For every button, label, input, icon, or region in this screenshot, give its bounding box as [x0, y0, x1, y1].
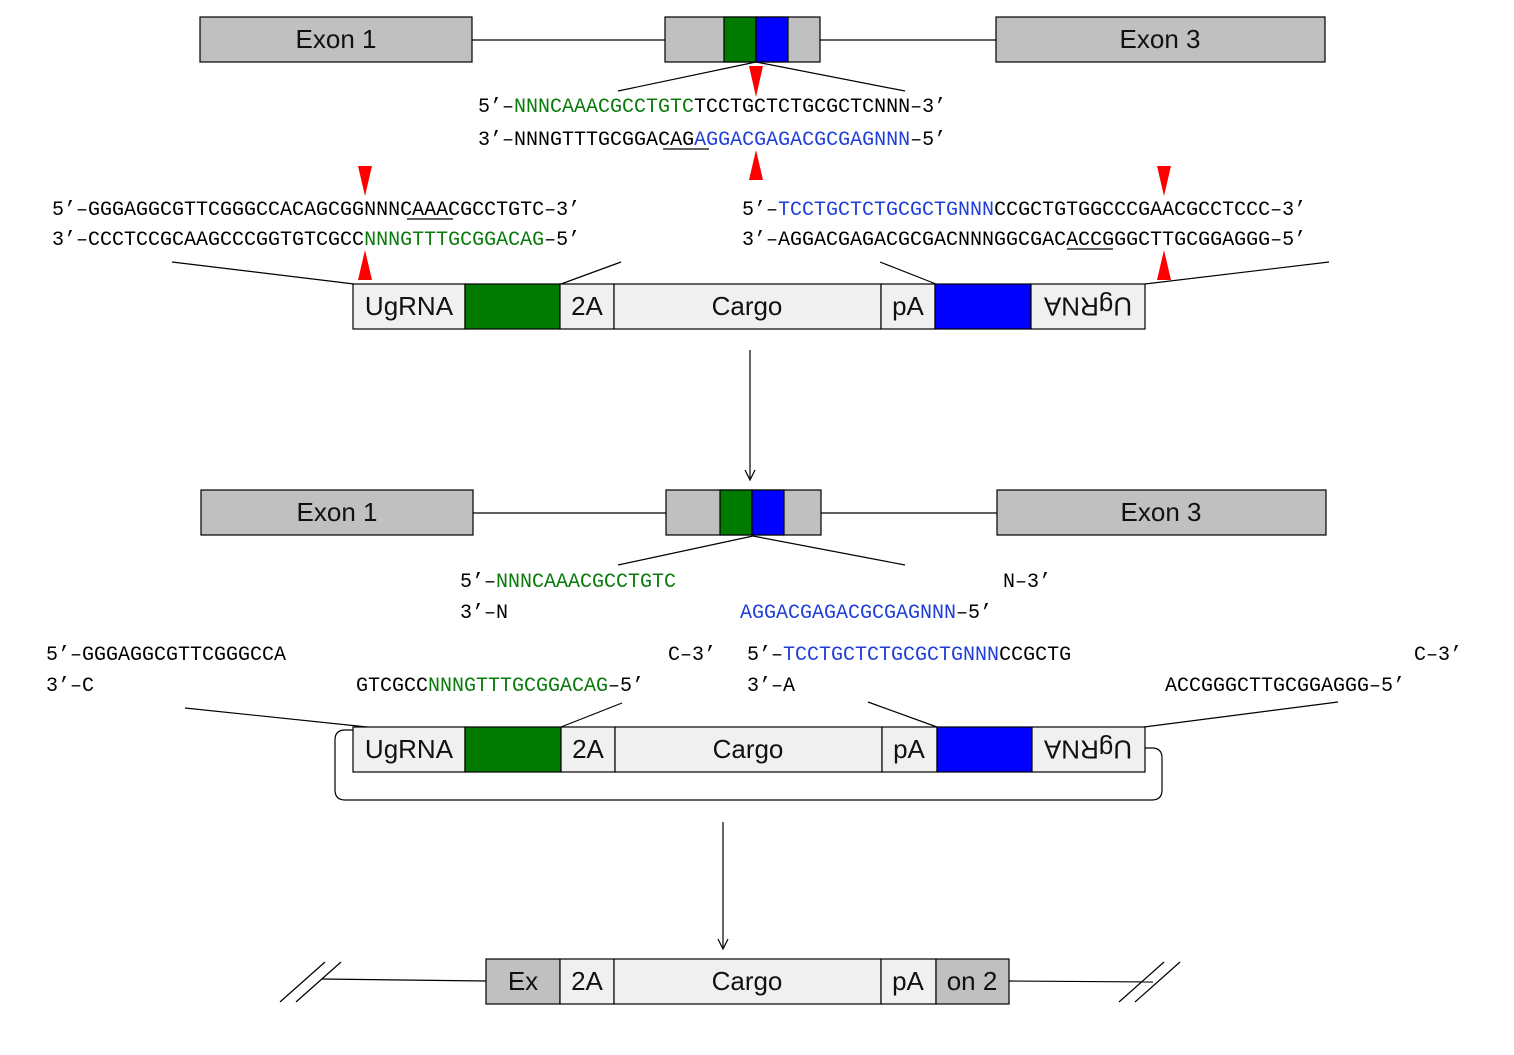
top-target-sequence: 5’–NNNCAAACGCCTGTCTCCTGCTCTGCGCTCNNN–3’ …	[478, 66, 946, 180]
zoom-line	[1143, 701, 1339, 728]
exon-3-box	[996, 489, 1327, 536]
genome-line	[321, 978, 487, 982]
ugrna-flipped-box	[1030, 283, 1146, 330]
exon-1-label: Exon 1	[296, 24, 377, 54]
green-homology-box	[464, 726, 562, 773]
blue-target-segment	[755, 16, 789, 63]
polya-box	[880, 283, 936, 330]
zoom-line	[171, 261, 355, 285]
break-mark	[279, 961, 326, 1003]
zoom-line	[184, 707, 368, 728]
process-arrow	[744, 350, 756, 482]
left-arm-top-strand: 5’–GGGAGGCGTTCGGGCCACAGCGGNNNCAAACGCCTGT…	[52, 199, 580, 222]
zoom-line	[1144, 261, 1330, 285]
polya-label: pA	[892, 966, 924, 996]
cargo-label: Cargo	[713, 734, 784, 764]
cargo-label: Cargo	[712, 291, 783, 321]
ugrna-flipped-box	[1031, 726, 1146, 773]
exon-start-label: Ex	[508, 966, 538, 996]
left-arm-bottom-strand: GTCGCCNNNGTTTGCGGACAG–5’	[356, 675, 644, 698]
middle-target-sequence: 5’–NNNCAAACGCCTGTC N–3’ 3’–N AGGACGAGACG…	[460, 571, 1051, 625]
top-locus: Exon 1 Exon 3	[199, 16, 1326, 92]
right-arm-bottom-strand: ACCGGGCTTGCGGAGGG–5’	[1165, 675, 1405, 698]
p2a-label: 2A	[571, 291, 603, 321]
exon-3-label: Exon 3	[1120, 24, 1201, 54]
polya-label: pA	[893, 734, 925, 764]
green-target-segment	[723, 16, 757, 63]
zoom-line	[879, 261, 937, 285]
left-arm-bottom-strand: 3’–CCCTCCGCAAGCCCGGTGTCGCCNNNGTTTGCGGACA…	[52, 229, 580, 252]
polya-label: pA	[892, 291, 924, 321]
left-arm-top-strand-end: C–3’	[668, 644, 716, 667]
target-top-strand-end: N–3’	[1003, 571, 1051, 594]
p2a-label: 2A	[571, 966, 603, 996]
cut-site-marker-down	[1157, 166, 1171, 196]
break-mark	[1134, 961, 1181, 1003]
genome-line	[1008, 980, 1154, 983]
polya-box	[880, 958, 937, 1005]
right-arm-top-strand: 5’–TCCTGCTCTGCGCTGNNNCCGCTGTGGCCCGAACGCC…	[742, 199, 1306, 222]
break-mark	[295, 961, 342, 1003]
p2a-box	[559, 958, 615, 1005]
cut-site-marker-down	[358, 166, 372, 196]
cut-site-marker-down	[749, 66, 763, 97]
right-arm-bottom-strand: 3’–AGGACGAGACGCGACNNNGGCGACACCGGGCTTGCGG…	[742, 229, 1306, 252]
zoom-line	[867, 701, 938, 728]
target-bottom-strand: 3’–NNNGTTTGCGGACAGAGGACGAGACGCGAGNNN–5’	[478, 129, 946, 152]
p2a-box	[559, 283, 615, 330]
green-homology-box	[464, 283, 561, 330]
p2a-box	[560, 726, 616, 773]
exon-start-box	[485, 958, 561, 1005]
ugrna-flipped-label: UgRNA	[1043, 735, 1132, 765]
exon-1-label: Exon 1	[297, 497, 378, 527]
exon-end-label: on 2	[947, 966, 998, 996]
left-arm-bottom-strand-start: 3’–C	[46, 675, 94, 698]
p2a-label: 2A	[572, 734, 604, 764]
zoom-line	[617, 535, 754, 566]
cut-site-marker-up	[1157, 250, 1171, 280]
process-arrow	[717, 822, 729, 951]
top-donor-arms: 5’–GGGAGGCGTTCGGGCCACAGCGGNNNCAAACGCCTGT…	[52, 166, 1330, 285]
ugrna-flipped-label: UgRNA	[1043, 292, 1132, 322]
target-bottom-strand-start: 3’–N	[460, 602, 508, 625]
cargo-box	[613, 283, 882, 330]
middle-donor-cassette: UgRNA 2A Cargo pA UgRNA	[334, 726, 1163, 801]
left-arm-top-strand: 5’–GGGAGGCGTTCGGGCCA	[46, 644, 286, 667]
cargo-label: Cargo	[712, 966, 783, 996]
polya-box	[881, 726, 938, 773]
cut-site-marker-up	[749, 150, 763, 180]
exon-3-label: Exon 3	[1121, 497, 1202, 527]
blue-homology-box	[936, 726, 1033, 773]
middle-donor-arms: 5’–GGGAGGCGTTCGGGCCA C–3’ 3’–C GTCGCCNNN…	[46, 644, 1462, 728]
zoom-line	[617, 61, 757, 92]
target-bottom-strand: AGGACGAGACGCGAGNNN–5’	[740, 602, 992, 625]
circular-backbone	[334, 729, 1163, 801]
right-arm-bottom-strand-start: 3’–A	[747, 675, 795, 698]
target-top-strand: 5’–NNNCAAACGCCTGTCTCCTGCTCTGCGCTCNNN–3’	[478, 96, 946, 119]
ugrna-label: UgRNA	[365, 734, 454, 764]
right-arm-top-strand-end: C–3’	[1414, 644, 1462, 667]
cut-site-marker-up	[358, 250, 372, 280]
ugrna-label: UgRNA	[365, 291, 454, 321]
blue-segment	[751, 489, 785, 536]
cargo-box	[614, 726, 883, 773]
zoom-line	[755, 61, 906, 92]
exon-1-box	[200, 489, 474, 536]
blue-homology-box	[934, 283, 1032, 330]
zoom-line	[560, 261, 622, 285]
target-top-strand: 5’–NNNCAAACGCCTGTC	[460, 571, 676, 594]
exon-3-box	[995, 16, 1326, 63]
exon-1-box	[199, 16, 473, 63]
exon-end-box	[935, 958, 1010, 1005]
top-donor-cassette: UgRNA 2A Cargo pA UgRNA	[352, 283, 1146, 330]
right-arm-top-strand: 5’–TCCTGCTCTGCGCTGNNNCCGCTG	[747, 644, 1071, 667]
green-segment	[719, 489, 753, 536]
zoom-line	[560, 702, 623, 728]
integration-product: Ex 2A Cargo pA on 2	[279, 958, 1181, 1005]
zoom-line	[752, 535, 906, 566]
break-mark	[1118, 961, 1165, 1003]
middle-locus: Exon 1 Exon 3	[200, 489, 1327, 566]
